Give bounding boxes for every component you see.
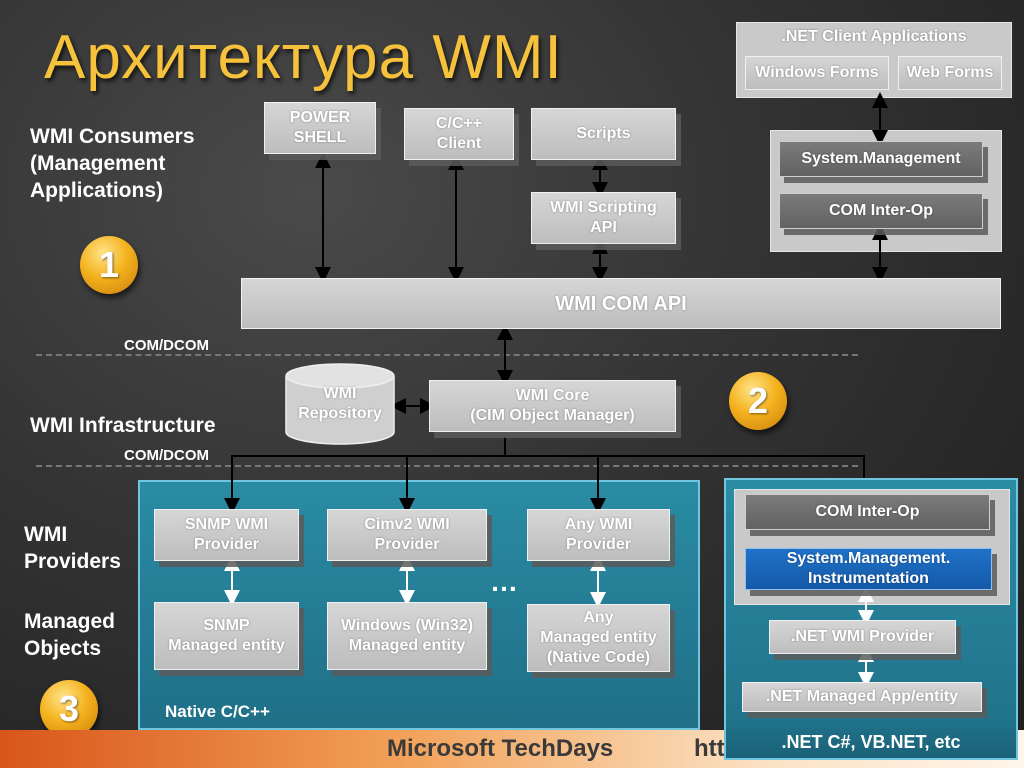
footer-brand: Microsoft TechDays — [387, 735, 614, 762]
wmi-core-box: WMI Core (CIM Object Manager) — [429, 380, 676, 432]
snmp-provider-box: SNMP WMI Provider — [154, 509, 299, 561]
scripting-api-box: WMI Scripting API — [531, 192, 676, 244]
cpp-client-box: C/C++ Client — [404, 108, 514, 160]
system-management-box: System.Management — [779, 141, 983, 177]
powershell-box: POWER SHELL — [264, 102, 376, 154]
net-panel-footer-overlay — [724, 728, 1018, 760]
footer-url[interactable]: htt — [694, 735, 725, 762]
net-wmi-provider-box: .NET WMI Provider — [769, 620, 956, 654]
providers-label: WMI Providers — [24, 523, 121, 573]
cimv2-provider-box: Cimv2 WMI Provider — [327, 509, 487, 561]
any-entity-box: Any Managed entity (Native Code) — [527, 604, 670, 672]
scripts-box: Scripts — [531, 108, 676, 160]
net-client-title: .NET Client Applications — [781, 28, 967, 45]
win32-entity-box: Windows (Win32) Managed entity — [327, 602, 487, 670]
windows-forms-box: Windows Forms — [745, 56, 889, 90]
dotnet-label-front: .NET C#, VB.NET, etc — [781, 732, 961, 752]
any-provider-box: Any WMI Provider — [527, 509, 670, 561]
consumers-label: WMI Consumers (Management Applications) — [30, 125, 195, 202]
com-dcom-label-bottom: COM/DCOM — [124, 447, 209, 464]
com-interop-consumer-box: COM Inter-Op — [779, 193, 983, 229]
providers-ellipsis: … — [490, 566, 518, 597]
snmp-entity-box: SNMP Managed entity — [154, 602, 299, 670]
badge-2: 2 — [729, 372, 787, 430]
instrumentation-box: System.Management. Instrumentation — [745, 548, 992, 590]
separator-dcom-bottom — [36, 465, 858, 467]
page-title: Архитектура WMI — [44, 23, 563, 92]
wmi-com-api-box: WMI COM API — [241, 278, 1001, 329]
wmi-repository-label: WMI Repository — [298, 385, 382, 422]
badge-1: 3 — [40, 680, 98, 738]
com-dcom-label-top: COM/DCOM — [124, 337, 209, 354]
net-managed-app-box: .NET Managed App/entity — [742, 682, 982, 712]
com-interop-provider-box: COM Inter-Op — [745, 494, 990, 530]
infrastructure-label: WMI Infrastructure — [30, 414, 216, 437]
web-forms-box: Web Forms — [898, 56, 1002, 90]
managed-objects-label: Managed Objects — [24, 610, 116, 660]
provider-bus — [231, 455, 865, 506]
native-label: Native C/C++ — [165, 702, 270, 721]
separator-dcom-top — [36, 354, 858, 356]
wmi-repository-cylinder: WMI Repository — [284, 362, 396, 448]
badge-3: 1 — [80, 236, 138, 294]
